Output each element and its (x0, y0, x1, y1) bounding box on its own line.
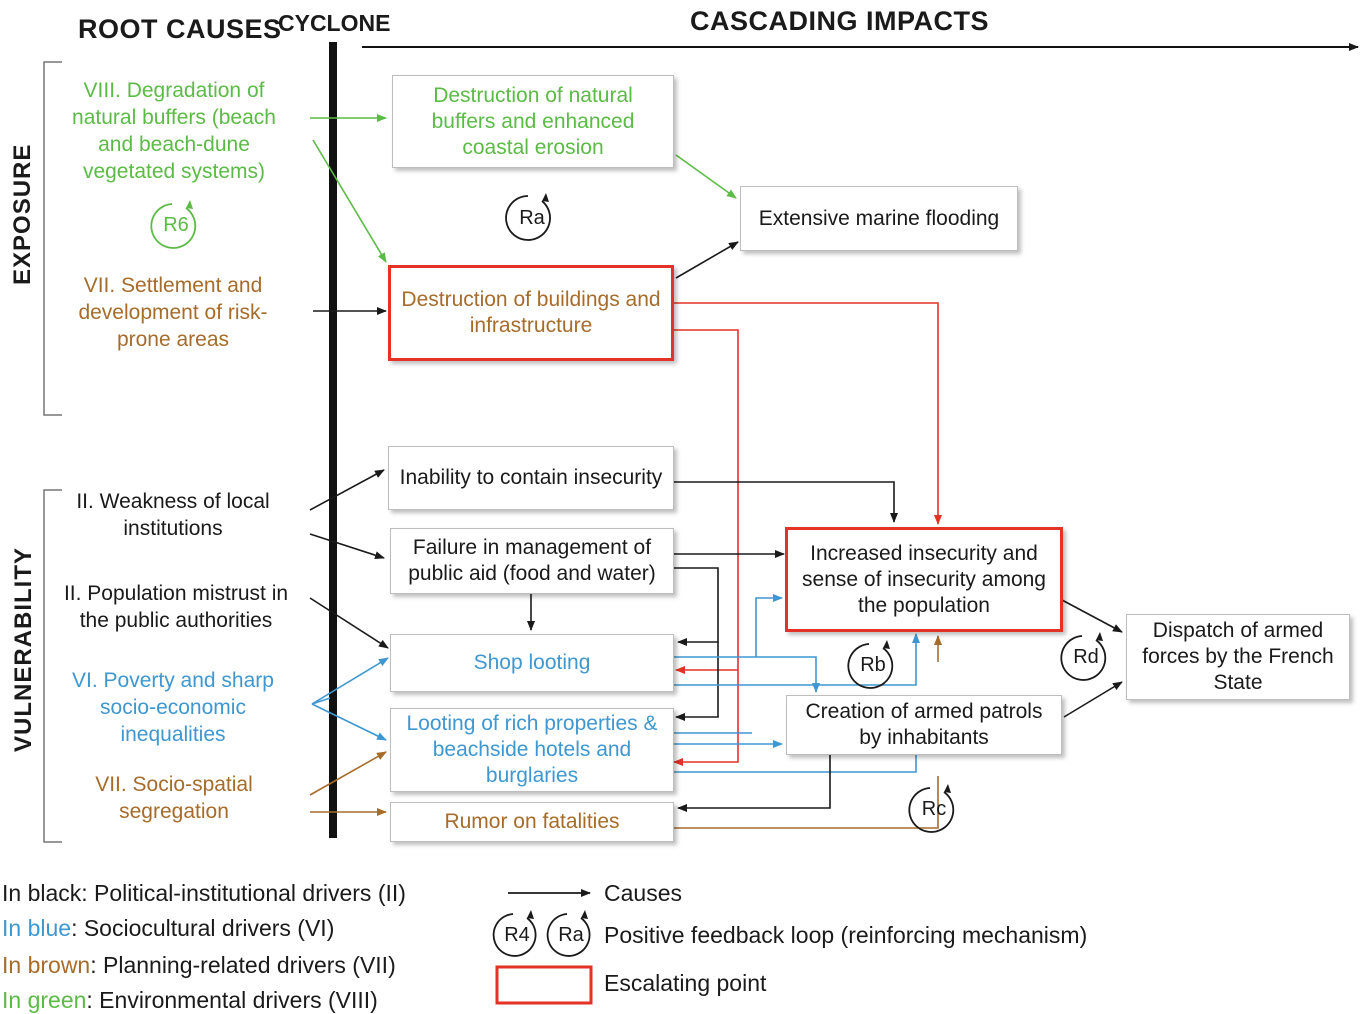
node-shop-looting: Shop looting (390, 634, 674, 692)
legend-brown: In brown: Planning-related drivers (VII) (2, 952, 396, 979)
node-buildings-destruction: Destruction of buildings and infrastruct… (388, 265, 674, 361)
exposure-bracket (43, 61, 62, 416)
legend-black-prefix: In black (2, 880, 82, 906)
node-marine-flooding-text: Extensive marine flooding (758, 206, 1000, 230)
cause-degradation-natural-buffers: VIII. Degradation of natural buffers (be… (72, 79, 276, 183)
cause-settlement-risk-areas: VII. Settlement and development of risk-… (78, 274, 268, 351)
cause-population-mistrust: II. Population mistrust in the public au… (63, 582, 289, 632)
node-failure-aid-text: Failure in management of public aid (foo… (408, 536, 656, 585)
node-dispatch-text: Dispatch of armed forces by the French S… (1142, 619, 1334, 694)
cause-weak-local-institutions: II. Weakness of local institutions (76, 490, 270, 540)
node-rumor-text: Rumor on fatalities (444, 810, 620, 833)
loop-rd-symbol (1060, 632, 1107, 681)
loop-rb-symbol (847, 640, 894, 689)
loop-ra-label: Ra (519, 207, 545, 229)
legend-brown-text: : Planning-related drivers (VII) (90, 952, 396, 978)
loop-r6-label: R6 (163, 214, 189, 236)
node-insecurity-text: Increased insecurity and sense of insecu… (802, 541, 1046, 617)
legend-green-prefix: In green (2, 987, 87, 1013)
node-inability-contain-insecurity: Inability to contain insecurity (388, 446, 674, 510)
legend-escalating-point: Escalating point (604, 970, 767, 996)
loop-r6-symbol (150, 200, 197, 249)
node-armed-patrols: Creation of armed patrols by inhabitants (786, 695, 1062, 755)
node-patrols-text: Creation of armed patrols by inhabitants (805, 700, 1043, 749)
node-rich-property-looting: Looting of rich properties & beachside h… (390, 708, 674, 792)
legend-black-text: : Political-institutional drivers (II) (81, 880, 406, 906)
node-inability-text: Inability to contain insecurity (399, 466, 663, 489)
loop-rc-label: Rc (921, 798, 947, 820)
legend-brown-prefix: In brown (2, 952, 91, 978)
legend-loop-ra-label: Ra (558, 924, 584, 946)
legend-causes: Causes (604, 880, 682, 906)
root-causes-header: ROOT CAUSES (78, 14, 282, 44)
legend-feedback-loop: Positive feedback loop (reinforcing mech… (604, 922, 1088, 948)
node-buildings-text: Destruction of buildings and infrastruct… (401, 288, 661, 337)
legend-black: In black: Political-institutional driver… (2, 880, 406, 907)
cause-poverty-inequalities: VI. Poverty and sharp socio-economic ine… (72, 669, 274, 746)
legend-escalating-box (495, 965, 593, 1005)
legend-green-text: : Environmental drivers (VIII) (86, 987, 378, 1013)
loop-ra-symbol (505, 193, 551, 241)
node-natural-buffers-text: Destruction of natural buffers and enhan… (431, 83, 635, 159)
cause-socio-spatial-segregation: VII. Socio-spatial segregation (95, 773, 253, 823)
node-natural-buffers-destruction: Destruction of natural buffers and enhan… (392, 75, 674, 168)
legend-blue-text: : Sociocultural drivers (VI) (71, 915, 335, 941)
loop-rb-label: Rb (860, 654, 886, 676)
node-marine-flooding: Extensive marine flooding (740, 186, 1018, 251)
node-rich-looting-text: Looting of rich properties & beachside h… (406, 712, 658, 787)
cyclone-header: CYCLONE (278, 10, 391, 36)
node-failure-public-aid: Failure in management of public aid (foo… (390, 528, 674, 594)
legend-blue-prefix: In blue (2, 915, 72, 941)
node-shop-looting-text: Shop looting (473, 651, 591, 674)
node-increased-insecurity: Increased insecurity and sense of insecu… (785, 527, 1063, 632)
loop-rd-label: Rd (1073, 646, 1099, 668)
legend-blue: In blue: Sociocultural drivers (VI) (2, 915, 334, 942)
legend-loop-r4-label: R4 (504, 924, 530, 946)
loop-rc-symbol (908, 784, 955, 833)
node-rumor-fatalities: Rumor on fatalities (390, 802, 674, 842)
cascading-impacts-header: CASCADING IMPACTS (690, 6, 990, 36)
legend-loop-r4-symbol (492, 910, 537, 957)
vulnerability-bracket (43, 489, 62, 843)
legend-loop-ra-symbol (546, 910, 591, 957)
legend-green: In green: Environmental drivers (VIII) (2, 987, 378, 1014)
node-dispatch-armed-forces: Dispatch of armed forces by the French S… (1126, 614, 1350, 700)
